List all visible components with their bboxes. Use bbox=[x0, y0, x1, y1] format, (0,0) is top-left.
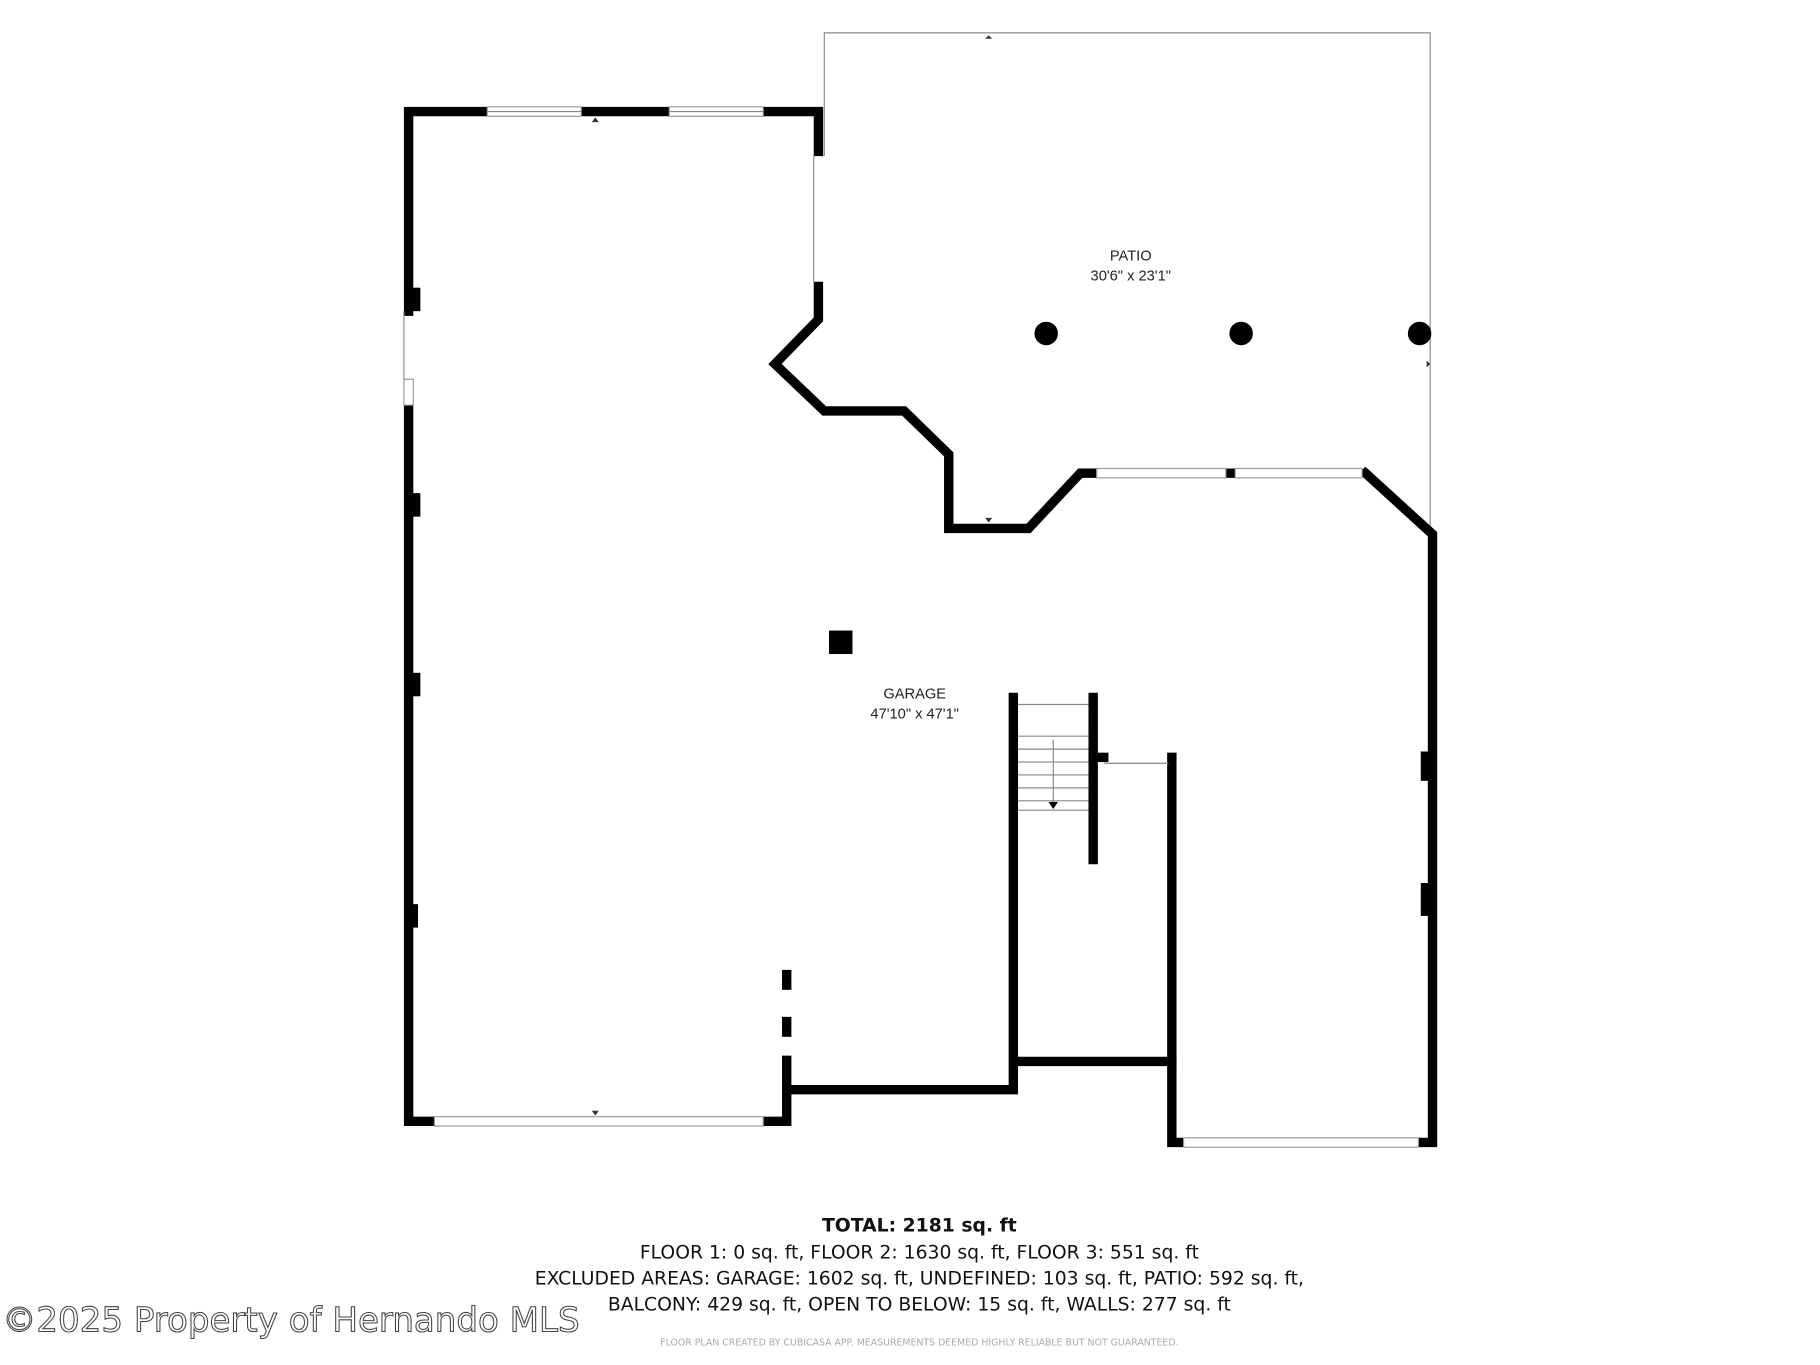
room-dimensions-patio: 30'6" x 23'1" bbox=[1091, 269, 1171, 285]
watermark: ©2025 Property of Hernando MLS bbox=[2, 1301, 579, 1341]
room-name-patio: PATIO bbox=[1110, 249, 1152, 265]
room-name-garage: GARAGE bbox=[883, 687, 946, 703]
floor-areas: FLOOR 1: 0 sq. ft, FLOOR 2: 1630 sq. ft,… bbox=[640, 1243, 1199, 1264]
walls bbox=[403, 106, 1438, 1148]
footnote: FLOOR PLAN CREATED BY CUBICASA APP. MEAS… bbox=[660, 1338, 1178, 1349]
stair-arrow-icon bbox=[1048, 801, 1058, 810]
total-area: TOTAL: 2181 sq. ft bbox=[822, 1216, 1017, 1237]
patio-post bbox=[1034, 321, 1058, 346]
patio-area bbox=[823, 32, 1432, 535]
column bbox=[828, 630, 853, 655]
excluded-areas-line-2: BALCONY: 429 sq. ft, OPEN TO BELOW: 15 s… bbox=[608, 1294, 1231, 1315]
patio-post bbox=[1229, 321, 1253, 346]
patio-post bbox=[1407, 321, 1432, 346]
room-dimensions-garage: 47'10" x 47'1" bbox=[870, 707, 959, 723]
windows bbox=[403, 106, 1420, 1148]
excluded-areas-line-1: EXCLUDED AREAS: GARAGE: 1602 sq. ft, UND… bbox=[535, 1269, 1304, 1290]
stairs bbox=[1018, 703, 1089, 811]
